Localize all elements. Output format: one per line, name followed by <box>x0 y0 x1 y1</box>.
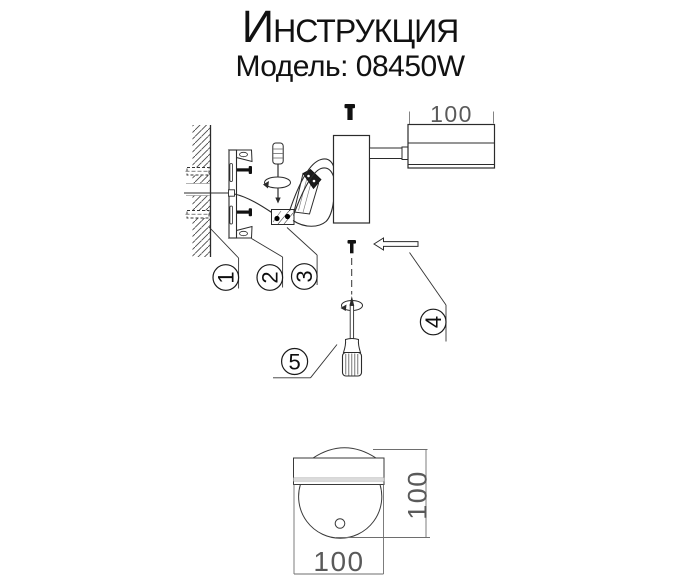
connector-screw-left <box>274 215 280 222</box>
mount-screw-lower <box>237 208 252 217</box>
callout-number-5: 5 <box>288 349 300 374</box>
bracket-slot-upper <box>229 163 233 182</box>
small-screwdriver <box>263 142 291 204</box>
lamp-cylinder <box>407 123 496 169</box>
lamp-side-view <box>332 123 496 224</box>
leader-line <box>286 227 318 256</box>
dimension-base-height: 100 <box>336 449 433 538</box>
large-screwdriver <box>340 296 363 377</box>
model-label: Модель: 08450W <box>235 50 465 83</box>
dimension-lamp-length: 100 <box>409 101 494 127</box>
wall-hatch-lower <box>192 195 210 257</box>
screwdriver-ferrule <box>342 338 362 353</box>
flange-hole <box>239 151 248 158</box>
mount-screw-upper <box>237 166 252 174</box>
lamp-dome-arc <box>312 447 377 459</box>
connector-screw-right <box>284 213 291 220</box>
dimension-label-base-height: 100 <box>403 470 433 520</box>
base-hole <box>334 518 346 529</box>
leader-line <box>208 226 239 259</box>
wall-plug-upper <box>185 167 211 176</box>
lamp-arm <box>369 147 403 159</box>
rotation-arrowhead <box>263 181 269 189</box>
terminal-block <box>293 169 322 215</box>
callout-2: 2 <box>251 238 284 291</box>
leader-line <box>251 238 283 258</box>
header: ИНСТРУКЦИЯ Модель: 08450W <box>0 0 700 84</box>
callout-number-3: 3 <box>292 270 317 282</box>
bracket-slot-lower <box>229 205 233 225</box>
page-title: ИНСТРУКЦИЯ <box>0 4 700 49</box>
dimension-label-lamp-length: 100 <box>430 101 473 127</box>
base-front-view: 100 100 <box>293 447 433 577</box>
lamp-arm-collar <box>401 146 409 160</box>
callout-circle <box>281 347 309 376</box>
fixing-screw-top <box>344 104 355 120</box>
wall-section <box>185 125 212 257</box>
dimension-label-base-width: 100 <box>313 546 364 577</box>
title-initial-letter: И <box>241 1 274 52</box>
flange-hole <box>239 230 248 237</box>
title-rest: НСТРУКЦИЯ <box>273 13 459 49</box>
callout-5: 5 <box>273 344 338 379</box>
wire-connector <box>271 209 295 225</box>
supply-wire <box>184 189 273 214</box>
lamp-backplate <box>332 134 371 224</box>
callout-circle <box>419 308 447 336</box>
callout-4: 4 <box>409 252 447 342</box>
base-band-strip <box>293 477 385 482</box>
wall-plug-lower <box>185 210 211 219</box>
base-circle <box>298 484 383 539</box>
screwdriver-shaft <box>349 305 355 340</box>
direction-arrow <box>373 237 419 251</box>
callout-circle <box>290 263 318 290</box>
leader-line <box>409 252 447 306</box>
callout-3: 3 <box>286 227 318 290</box>
leader-line <box>310 344 338 379</box>
callout-number-2: 2 <box>258 271 283 283</box>
fixing-screw-mid <box>347 240 356 254</box>
rotation-arrowhead <box>340 304 347 311</box>
screwdriver-tip <box>275 197 281 204</box>
callout-circle <box>212 264 240 291</box>
callout-1: 1 <box>208 226 240 291</box>
dimension-base-width: 100 <box>293 484 384 577</box>
callout-number-4: 4 <box>421 316 446 328</box>
rotation-arrow <box>264 176 291 189</box>
callout-circle <box>256 264 284 291</box>
callout-number-1: 1 <box>214 271 239 283</box>
